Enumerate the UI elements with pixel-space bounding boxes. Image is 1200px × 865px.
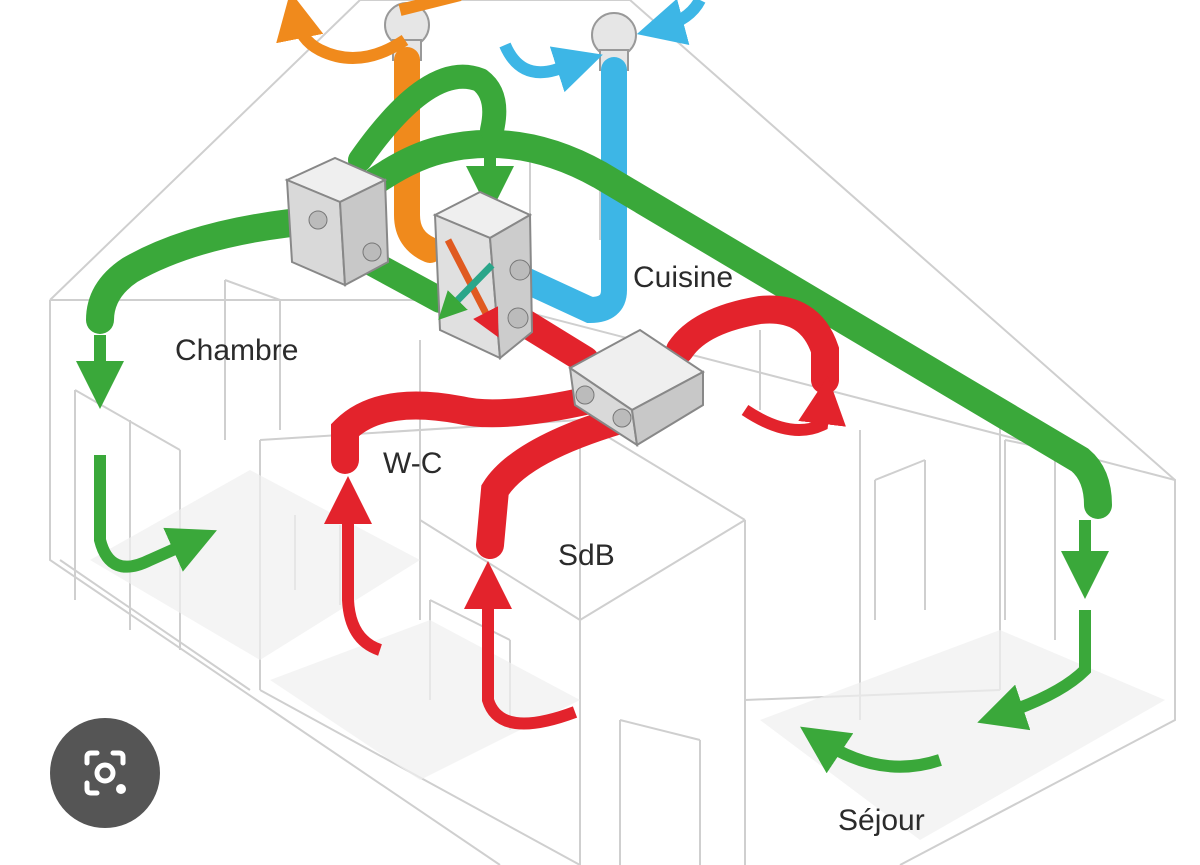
label-wc: W-C	[383, 447, 442, 480]
extract-arrows	[324, 376, 846, 730]
exhaust-duct	[394, 47, 443, 263]
supply-arrows	[76, 145, 1109, 774]
intake-duct	[512, 57, 627, 324]
exhaust-arrow	[276, 0, 409, 64]
extract-ducts	[331, 295, 839, 559]
supply-ducts	[86, 64, 1112, 519]
label-sdb: SdB	[558, 539, 615, 572]
extract-distribution-box	[568, 328, 705, 448]
supply-distribution-box	[284, 156, 390, 287]
exhaust-arrow-top	[398, 0, 462, 16]
intake-arrow-top	[636, 0, 706, 45]
label-chambre: Chambre	[175, 334, 298, 367]
intake-arrow-left	[499, 42, 603, 93]
camera-search-icon	[84, 750, 126, 796]
heat-exchanger-unit	[432, 190, 534, 360]
lens-search-button[interactable]	[50, 718, 160, 828]
label-cuisine: Cuisine	[633, 261, 733, 294]
label-sejour: Séjour	[838, 804, 925, 837]
floor-shading	[90, 470, 1165, 840]
